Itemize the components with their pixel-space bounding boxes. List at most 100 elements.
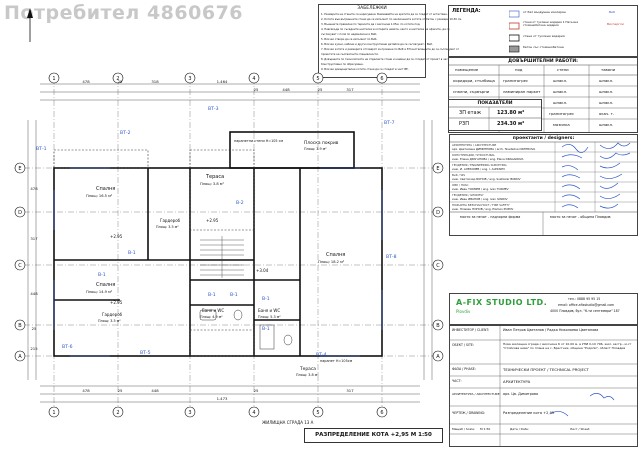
title-block-value: АРХИТЕКТУРА <box>503 379 531 384</box>
room-area: Площ: 3.8 м² <box>296 373 319 377</box>
level-mark: +2.95 <box>110 300 123 305</box>
dim-label: 25 <box>254 388 259 393</box>
company-phone: тел.: 0888 95 95 15 <box>568 297 601 301</box>
note-line: 6. Всички кухни, кабини и други конструк… <box>321 43 433 46</box>
room-name: Тераса <box>205 174 224 180</box>
stairs <box>200 236 244 278</box>
room-area: Площ: 3.8 м² <box>200 182 225 186</box>
legend-box: ЛЕГЕНДА: от бял въздушен изолиран ВиК ст… <box>448 5 638 57</box>
title-block-key: ЧАСТ: <box>452 379 462 383</box>
dim-label: 1.464 <box>217 79 228 84</box>
finishes-header: стени <box>557 67 569 72</box>
room-area: Площ: 18.2 м² <box>318 260 345 264</box>
floor-plan: 1 2 3 4 5 6 1 2 3 4 5 6 E D C B A E D C … <box>14 8 444 425</box>
dim-label: 317 <box>30 236 38 241</box>
title-block-value: Нова жилищна сграда с височина К от 10.0… <box>503 342 632 350</box>
company-box: A-FIX STUDIO LTD. Plovdiv тел.: 0888 95 … <box>449 293 638 325</box>
legend-label: от бял въздушен изолиран <box>523 10 566 14</box>
axis-label-v: D <box>18 210 22 216</box>
finishes-cell: шпакл. <box>599 122 614 127</box>
parapet-note: парапетни стени Н=105 см <box>234 139 284 143</box>
indicators-table: ПОКАЗАТЕЛИ ЗП етаж 123.80 м² РЗП 234.30 … <box>448 99 542 131</box>
title-block-grid <box>450 326 637 446</box>
axis-label-v: E <box>18 166 21 172</box>
axis-label-h: 3 <box>188 410 191 416</box>
room-area: Площ: 14.9 м² <box>86 290 113 294</box>
stamp-label: място за печат - надзорни фирма <box>460 215 521 219</box>
door-tag: В-1 <box>262 296 270 302</box>
title-block-value: M 1:50 <box>480 427 491 431</box>
room-labels: Спалня Площ: 16.5 м² Тераса Площ: 3.8 м²… <box>86 140 345 377</box>
axis-label-h: 1 <box>52 410 55 416</box>
dim-label: 317 <box>346 388 354 393</box>
finishes-cell: коридори, стълбища <box>453 78 495 83</box>
axis-label-h: 2 <box>116 76 119 82</box>
finishes-cell: спални, сървърни <box>453 89 490 94</box>
note-line: 2. Котите във вътрешните стени да се изп… <box>321 18 462 21</box>
grid-lines <box>24 78 440 410</box>
finishes-cell: шпакл. <box>553 100 568 105</box>
axis-label-v: B <box>436 323 440 329</box>
company-address: 4000 Пловдив, бул. "6-ти септември" 187 <box>550 309 620 313</box>
dim-label: 448 <box>282 87 290 92</box>
level-mark: +2.95 <box>206 218 219 223</box>
finishes-header: помещение <box>455 67 479 72</box>
level-mark: +2.95 <box>110 234 123 239</box>
designers-table: проектанти / designers: <box>449 134 638 236</box>
room-name: Баня и WC <box>258 308 280 313</box>
note-line: съгласуват с поля по надмелесни и ВиК. <box>321 33 378 36</box>
axis-label-h: 3 <box>188 76 191 82</box>
room-area: Площ: 5.3 м² <box>258 315 281 319</box>
window-tag: ВТ-2 <box>120 130 131 136</box>
finishes-cell: гранитогрес <box>503 78 529 83</box>
level-marks: +2.95 +3.04 +2.95 +2.95 <box>110 218 269 305</box>
dim-label: 25 <box>254 87 259 92</box>
room-name: Гардероб <box>102 312 123 317</box>
level-mark: +3.04 <box>256 268 269 273</box>
finishes-header: тавани <box>601 67 616 72</box>
room-name: Спалня <box>326 252 345 258</box>
finishes-cell: шпакл. <box>553 78 568 83</box>
finishes-title: ДОВЪРШИТЕЛНИ РАБОТИ: <box>508 59 578 64</box>
indicator-label: ЗП етаж <box>459 110 482 116</box>
dim-label: 448 <box>30 291 38 296</box>
room-area: Площ: 16.5 м² <box>86 194 113 198</box>
window-tag: ВТ-6 <box>62 344 73 350</box>
axis-label-v: D <box>436 210 440 216</box>
dim-label: 215 <box>30 346 38 351</box>
legend-label: стени от тухлени зидария 1 Пясъчна стома… <box>523 20 578 28</box>
opening-tags: ВТ-1 ВТ-2 ВТ-3 ВТ-4 ВТ-5 ВТ-6 ВТ-7 ВТ-8 … <box>36 106 397 358</box>
axis-label-h: 4 <box>252 76 255 82</box>
top-dim-lines <box>27 83 433 403</box>
note-line: 1. Размерите на стените са нарисувани. В… <box>321 13 448 16</box>
designers-grid <box>450 141 637 235</box>
designer-line: ОВК / HVAC <box>452 183 469 187</box>
company-email: email: office.afixstudio@gmail.com <box>558 303 615 307</box>
note-line: 8. Довършите по технологията на отделнит… <box>321 58 450 61</box>
dim-label: 25 <box>318 87 323 92</box>
axis-label-v: C <box>436 263 440 269</box>
title-block-value: Разпределение кота +2,95 <box>503 411 555 415</box>
axis-label-h: 6 <box>380 410 383 416</box>
note-line: 5. Всички отвори да се изпълнят по ВиК. <box>321 38 378 41</box>
room-name: Тераса <box>299 366 316 372</box>
dim-label: 1.473 <box>217 396 228 401</box>
sheet-label: Лист / Sheet: <box>570 427 591 431</box>
title-block-key: ФАЗА / PHASE: <box>452 367 476 371</box>
designer-line: ПОЖАРНА БЕЗОПАСНОСТ / FIRE SAFETY <box>452 203 510 207</box>
axis-label-v: C <box>18 263 22 269</box>
axis-markers <box>14 72 444 418</box>
title-block-value: ТЕХНИЧЕСКИ ПРОЕКТ / TECHNICAL PROJECT <box>503 367 589 372</box>
indicator-value: 123.80 м² <box>497 110 525 116</box>
axis-label-h: 1 <box>52 76 55 82</box>
parapet-note: парапет Н=105см <box>320 359 353 363</box>
finishes-cell: шпакл. <box>599 100 614 105</box>
notes-box: ЗАБЕЛЕЖКИ 1. Размерите на стените са нар… <box>318 4 462 78</box>
designer-line: АРХИТЕКТУРА / ARCHITECTURE <box>452 143 497 147</box>
title-block-value: Иван Петров Цветанов / Радка Николаева Ц… <box>503 328 599 332</box>
room-area: Площ: 3.9 м² <box>304 147 327 151</box>
designer-line: инж. Светлозар БОНОВ / eng. Svetlozar BO… <box>452 177 521 181</box>
dim-label: 317 <box>346 87 354 92</box>
finishes-cell: окач. т. <box>599 111 615 116</box>
